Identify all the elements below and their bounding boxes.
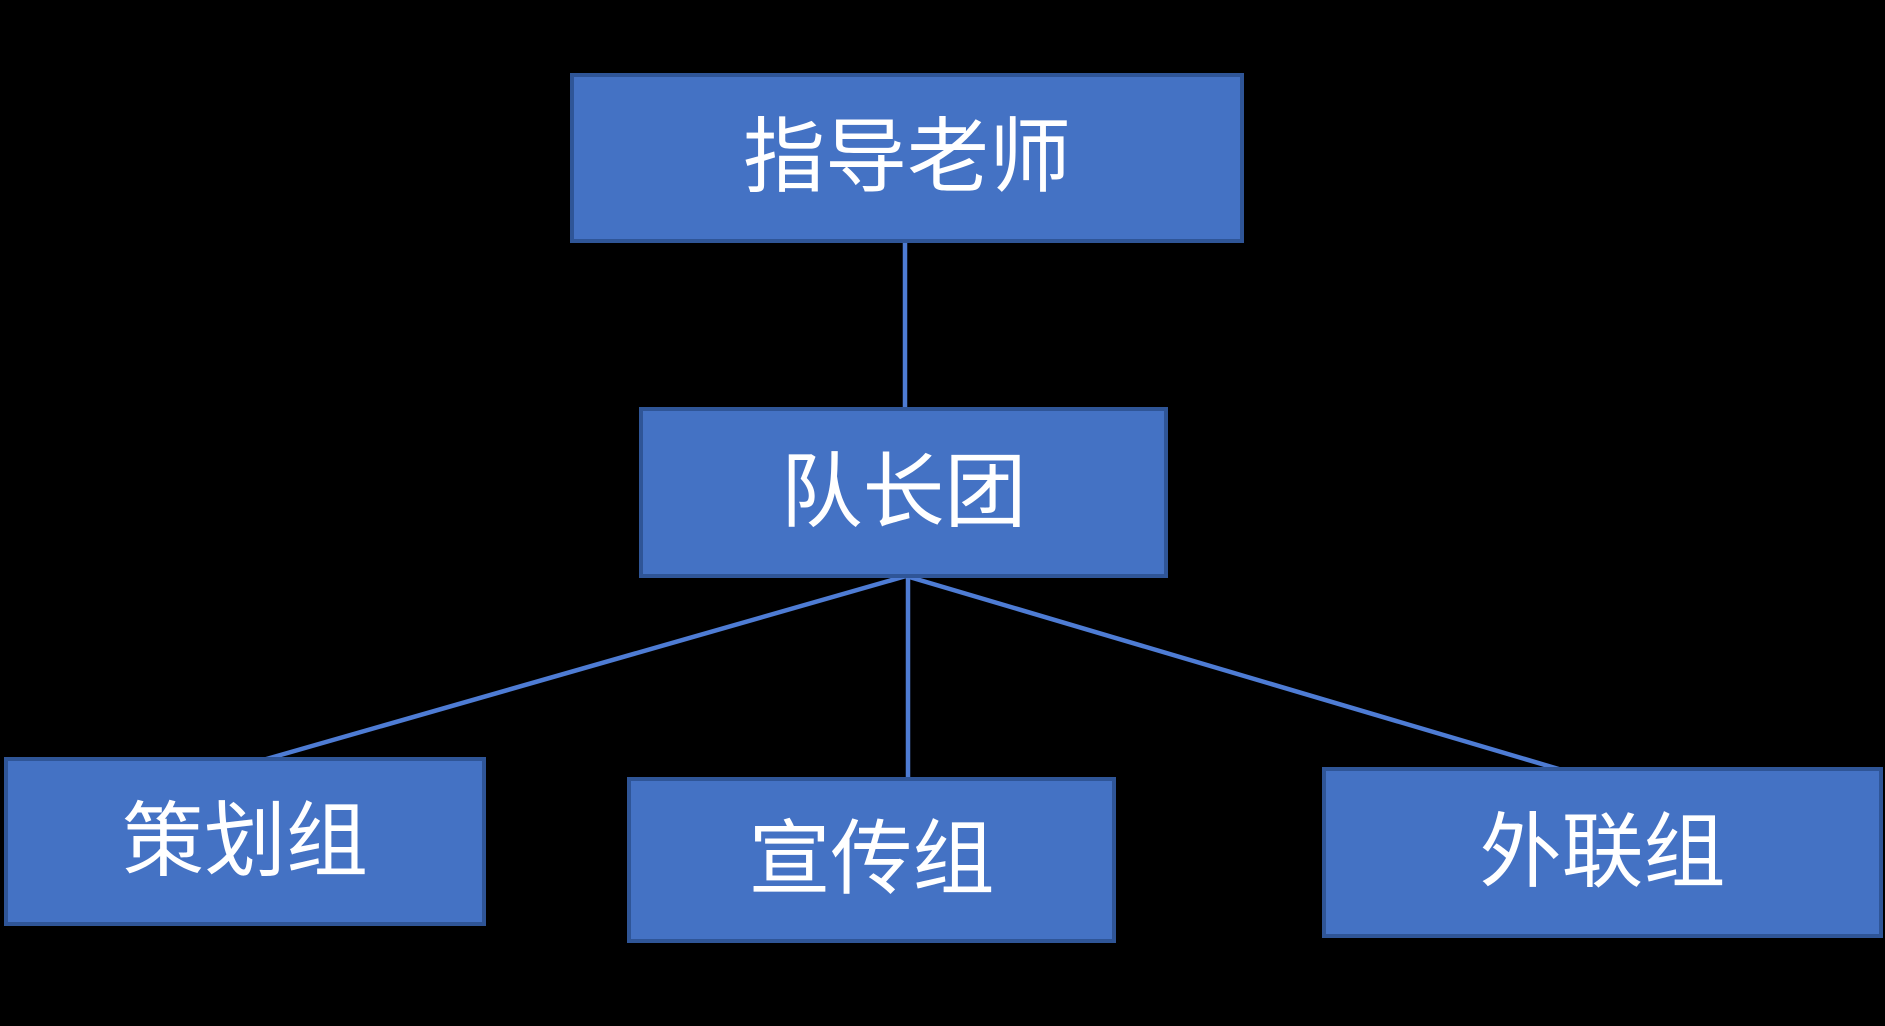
node-label: 宣传组 — [748, 812, 995, 907]
node-label: 外联组 — [1479, 804, 1726, 900]
node-publicity: 宣传组 — [627, 777, 1116, 943]
node-advisor: 指导老师 — [570, 73, 1244, 243]
node-label: 队长团 — [780, 444, 1027, 540]
node-captains: 队长团 — [639, 407, 1168, 578]
connector-captains-planning — [262, 573, 907, 763]
node-label: 策划组 — [121, 793, 368, 889]
node-external: 外联组 — [1322, 767, 1883, 938]
node-label: 指导老师 — [742, 110, 1071, 205]
node-planning: 策划组 — [4, 757, 486, 926]
connector-captains-external — [905, 573, 1563, 773]
